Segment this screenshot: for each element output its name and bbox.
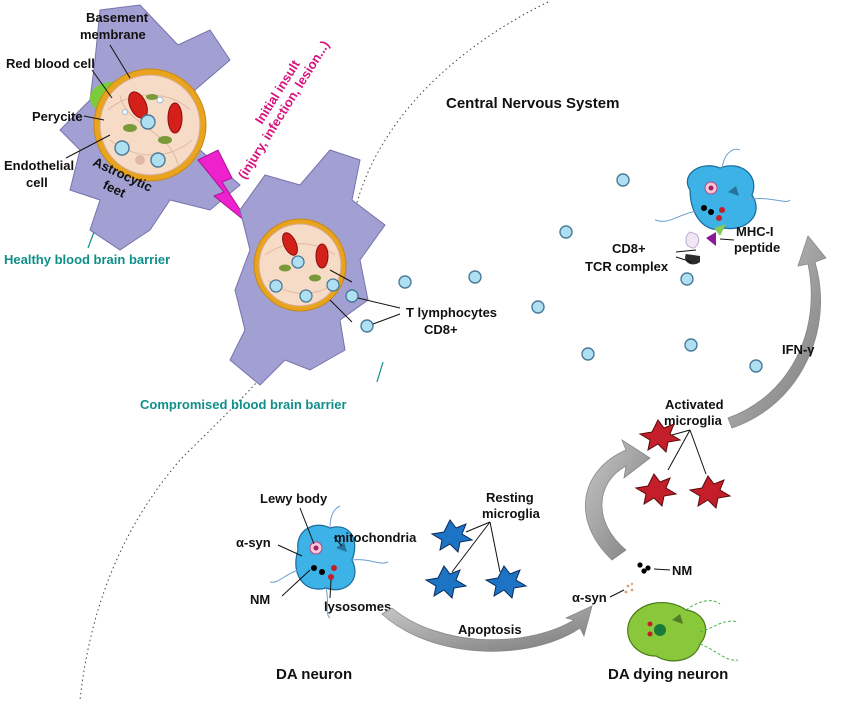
mhc-icon <box>714 224 726 236</box>
label-endothelial-cell: cell <box>26 175 48 190</box>
activation-arrow <box>585 438 651 561</box>
mhc-neuron <box>654 148 791 265</box>
page-title: Central Nervous System <box>446 95 619 112</box>
ifn-arrow <box>727 235 827 429</box>
lightning-icon <box>197 149 251 226</box>
label-mitochondria: mitochondria <box>334 530 417 545</box>
da-neuron <box>269 505 389 619</box>
label-basement: Basement <box>86 10 149 25</box>
label-tcr-complex: TCR complex <box>585 259 669 274</box>
label-endothelial: Endothelial <box>4 158 74 173</box>
healthy-bbb <box>59 4 241 251</box>
label-lysosomes: lysosomes <box>324 599 391 614</box>
label-perycite: Perycite <box>32 109 83 124</box>
label-asyn-left: α-syn <box>236 535 271 550</box>
label-resting-microglia: microglia <box>482 506 541 521</box>
compromised-bbb <box>229 149 386 386</box>
tcr-icon <box>685 254 700 265</box>
label-activated-microglia: microglia <box>664 413 723 428</box>
label-apoptosis: Apoptosis <box>458 622 522 637</box>
label-da-neuron: DA neuron <box>276 666 352 683</box>
label-cd8-tcr: CD8+ <box>612 241 646 256</box>
label-insult-causes: (injury, infection, lesion...) <box>235 38 333 182</box>
label-ifn: IFN-γ <box>782 342 815 357</box>
label-compromised-bbb: Compromised blood brain barrier <box>140 397 347 412</box>
da-dying-neuron <box>627 600 739 662</box>
label-da-dying: DA dying neuron <box>608 666 728 683</box>
scattered-lymphocytes <box>398 173 763 373</box>
label-mhc: MHC-I <box>736 224 774 239</box>
label-healthy-bbb: Healthy blood brain barrier <box>4 252 170 267</box>
activated-microglia <box>634 419 732 510</box>
label-lewy-body: Lewy body <box>260 491 328 506</box>
label-peptide: peptide <box>734 240 780 255</box>
label-nm-left: NM <box>250 592 270 607</box>
apoptosis-arrow <box>381 605 593 652</box>
label-activated: Activated <box>665 397 724 412</box>
label-membrane: membrane <box>80 27 146 42</box>
resting-microglia <box>424 519 528 600</box>
t-lymphocytes <box>345 289 401 333</box>
label-red-blood-cell: Red blood cell <box>6 56 95 71</box>
label-t-lymphocytes: T lymphocytes <box>406 305 497 320</box>
label-nm-right: NM <box>672 563 692 578</box>
nm-release <box>609 562 671 598</box>
label-cd8: CD8+ <box>424 322 458 337</box>
label-asyn-right: α-syn <box>572 590 607 605</box>
peptide-icon <box>706 232 716 246</box>
label-resting: Resting <box>486 490 534 505</box>
